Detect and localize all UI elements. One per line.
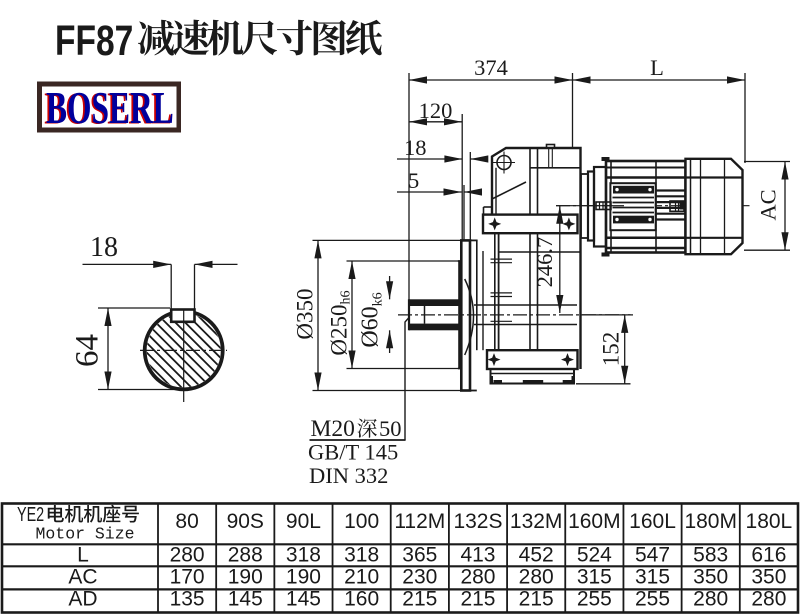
- svg-text:64: 64: [70, 334, 106, 367]
- svg-text:132S: 132S: [453, 510, 502, 533]
- svg-text:145: 145: [286, 588, 321, 611]
- svg-text:180M: 180M: [684, 510, 737, 533]
- svg-text:315: 315: [577, 566, 612, 589]
- svg-text:5: 5: [408, 168, 419, 193]
- svg-text:547: 547: [635, 544, 670, 567]
- svg-text:255: 255: [577, 588, 612, 611]
- svg-text:280: 280: [170, 544, 205, 567]
- svg-text:160: 160: [344, 588, 379, 611]
- svg-text:L: L: [77, 544, 89, 567]
- svg-text:50: 50: [379, 416, 402, 441]
- svg-text:L: L: [650, 55, 664, 80]
- svg-text:215: 215: [402, 588, 437, 611]
- svg-text:M20: M20: [311, 416, 355, 442]
- svg-text:90L: 90L: [286, 510, 321, 533]
- svg-text:583: 583: [693, 544, 728, 567]
- svg-text:230: 230: [402, 566, 437, 589]
- svg-text:BOSERL: BOSERL: [46, 84, 174, 134]
- svg-text:GB/T 145: GB/T 145: [308, 440, 398, 465]
- svg-text:170: 170: [170, 566, 205, 589]
- svg-text:160M: 160M: [568, 510, 621, 533]
- svg-text:350: 350: [693, 566, 728, 589]
- svg-text:315: 315: [635, 566, 670, 589]
- svg-text:160L: 160L: [629, 510, 676, 533]
- svg-text:215: 215: [460, 588, 495, 611]
- svg-text:FF87: FF87: [55, 17, 133, 65]
- svg-text:145: 145: [228, 588, 263, 611]
- svg-text:280: 280: [751, 588, 786, 611]
- svg-text:AC: AC: [68, 566, 97, 589]
- svg-text:413: 413: [460, 544, 495, 567]
- svg-text:180L: 180L: [746, 510, 793, 533]
- svg-text:280: 280: [460, 566, 495, 589]
- svg-text:246.7: 246.7: [532, 237, 557, 288]
- svg-text:350: 350: [751, 566, 786, 589]
- svg-text:BOSERL: BOSERL: [44, 84, 172, 134]
- svg-text:452: 452: [519, 544, 554, 567]
- svg-text:318: 318: [344, 544, 379, 567]
- svg-text:18: 18: [90, 232, 118, 263]
- svg-text:100: 100: [344, 510, 379, 533]
- svg-text:280: 280: [693, 588, 728, 611]
- svg-text:YE2: YE2: [17, 503, 44, 526]
- svg-text:210: 210: [344, 566, 379, 589]
- svg-text:90S: 90S: [227, 510, 264, 533]
- svg-text:524: 524: [577, 544, 612, 567]
- svg-text:255: 255: [635, 588, 670, 611]
- svg-text:Motor Size: Motor Size: [35, 525, 134, 544]
- svg-text:AC: AC: [756, 189, 781, 220]
- svg-text:190: 190: [228, 566, 263, 589]
- svg-text:Ø350: Ø350: [293, 288, 318, 339]
- svg-text:120: 120: [419, 98, 453, 123]
- svg-text:152: 152: [599, 332, 624, 367]
- svg-text:18: 18: [404, 135, 427, 160]
- svg-text:365: 365: [402, 544, 437, 567]
- svg-text:Ø250h6: Ø250h6: [327, 290, 354, 355]
- svg-text:318: 318: [286, 544, 321, 567]
- svg-text:AD: AD: [68, 588, 97, 611]
- svg-text:280: 280: [519, 566, 554, 589]
- svg-text:80: 80: [175, 510, 198, 533]
- svg-text:135: 135: [170, 588, 205, 611]
- svg-text:112M: 112M: [394, 510, 445, 533]
- svg-text:374: 374: [474, 55, 508, 80]
- svg-text:288: 288: [228, 544, 263, 567]
- svg-text:Ø60k6: Ø60k6: [358, 292, 386, 347]
- svg-text:215: 215: [519, 588, 554, 611]
- svg-text:132M: 132M: [510, 510, 563, 533]
- svg-text:616: 616: [751, 544, 786, 567]
- svg-text:DIN 332: DIN 332: [309, 463, 388, 488]
- svg-text:190: 190: [286, 566, 321, 589]
